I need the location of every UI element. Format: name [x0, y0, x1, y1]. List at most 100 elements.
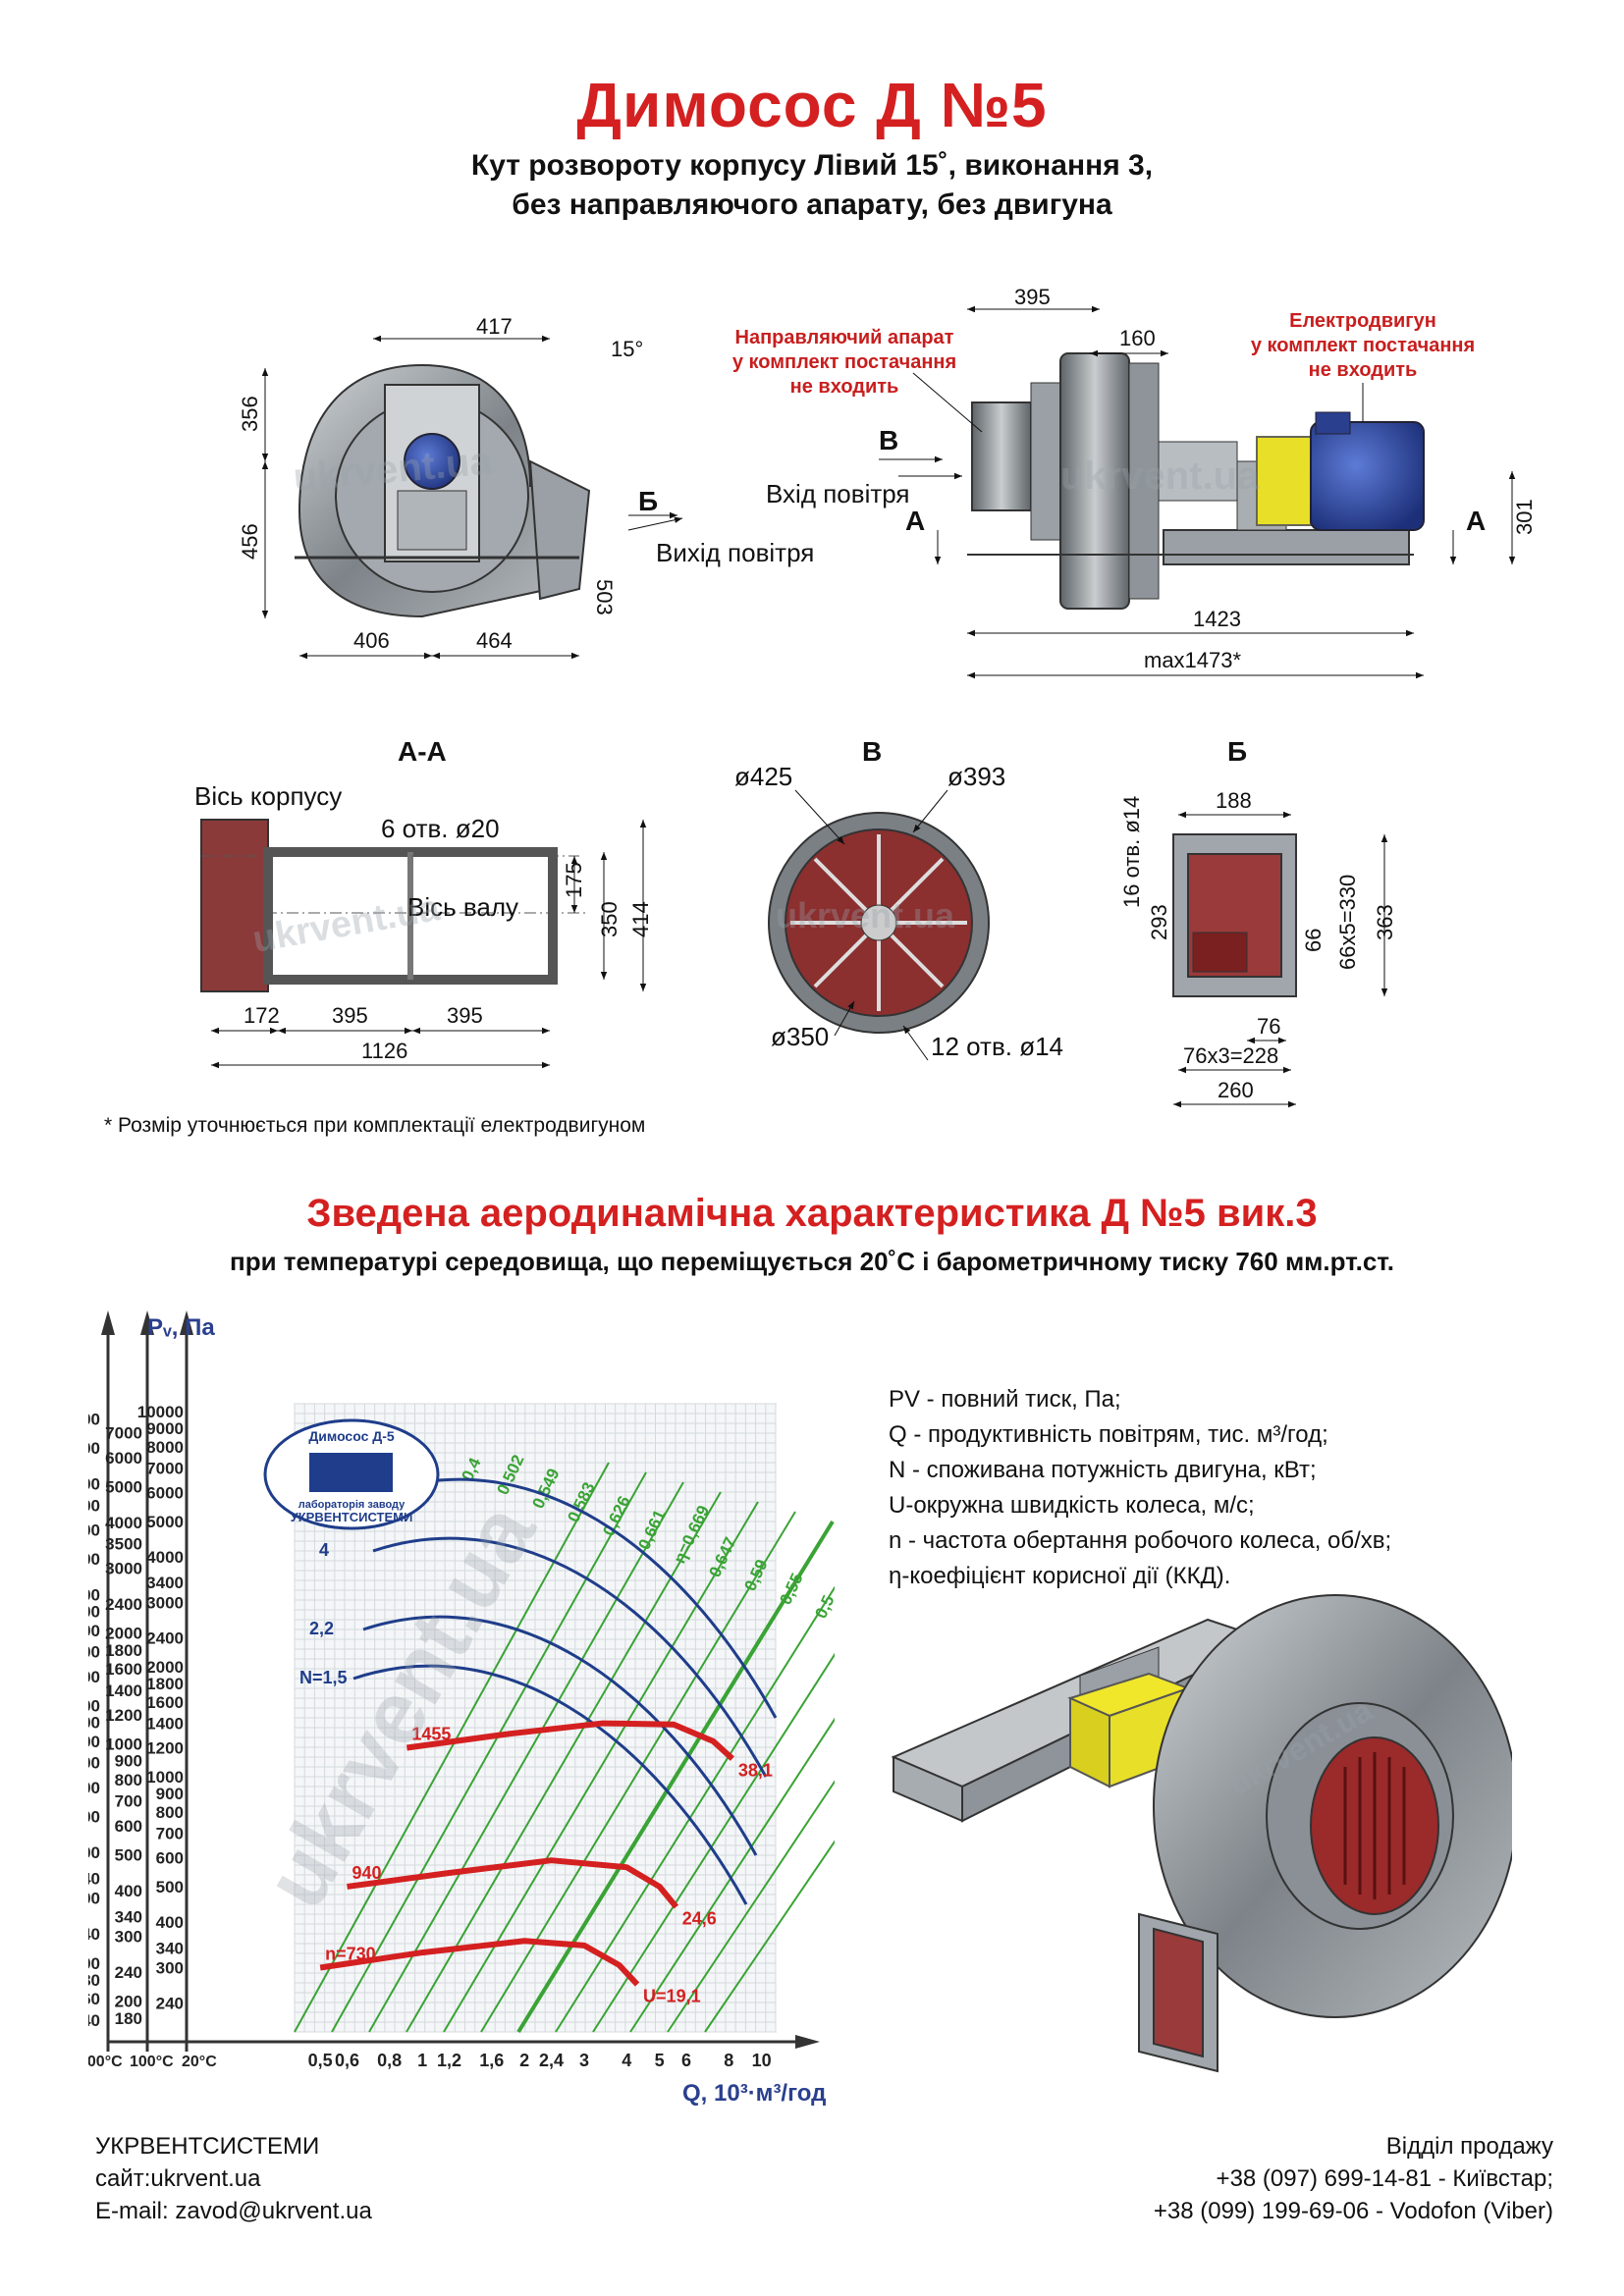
y-tick-20c: 1200	[146, 1738, 184, 1757]
footer-company-block: УКРВЕНТСИСТЕМИ сайт:ukrvent.ua E-mail: z…	[95, 2130, 372, 2227]
y-tick-20c: 1000	[146, 1768, 184, 1787]
dim-66: 66	[1301, 929, 1326, 952]
dim-363: 363	[1373, 904, 1397, 940]
y-tick-200c: 1000	[88, 1697, 100, 1716]
y-tick-100c: 240	[115, 1963, 142, 1982]
company-name: УКРВЕНТСИСТЕМИ	[95, 2133, 320, 2160]
dim-holes-b: 16 отв. ø14	[1119, 796, 1144, 908]
dim-456: 456	[238, 523, 262, 560]
dim-175: 175	[562, 862, 586, 898]
note-guide-1: Направляючий апарат	[735, 327, 954, 348]
section-aa-title: А-А	[398, 736, 447, 767]
y-tick-20c: 3400	[146, 1574, 184, 1592]
page-subtitle-line1: Кут розвороту корпусу Лівий 15˚, виконан…	[470, 149, 1154, 182]
efficiency-label: 0,5	[811, 1592, 835, 1621]
y-tick-200c: 1400	[88, 1643, 100, 1662]
y-tick-20c: 10000	[137, 1403, 184, 1421]
watermark-2: ukrvent.ua	[1060, 454, 1260, 498]
dim-holes-v: 12 отв. ø14	[931, 1032, 1063, 1061]
y-tick-200c: 1600	[88, 1622, 100, 1640]
efficiency-line	[704, 1840, 835, 2033]
logo-text: лабораторія заводу	[298, 1499, 406, 1511]
y-tick-200c: 800	[88, 1733, 100, 1751]
y-tick-20c: 800	[156, 1803, 184, 1822]
x-tick-label: 1,6	[479, 2051, 504, 2070]
y-tick-200c: 340	[88, 1869, 100, 1888]
page-title: Димосос Д №5	[576, 70, 1048, 140]
dim-260: 260	[1218, 1078, 1254, 1102]
mark-v: В	[879, 425, 898, 455]
y-tick-200c: 3000	[88, 1521, 100, 1539]
legend-line: η-коефіцієнт корисної дії (ККД).	[889, 1563, 1231, 1589]
label-outlet: Вихід повітря	[656, 538, 814, 567]
y-tick-100c: 6000	[105, 1449, 142, 1468]
x-tick-label: 4	[622, 2051, 631, 2070]
legend-line: Q - продуктивність повітрям, тис. м³/год…	[889, 1421, 1328, 1448]
dim-1423: 1423	[1193, 607, 1241, 631]
company-email[interactable]: E-mail: zavod@ukrvent.ua	[95, 2198, 372, 2224]
y-tick-20c: 1600	[146, 1693, 184, 1712]
dim-406: 406	[353, 628, 390, 653]
y-tick-20c: 340	[156, 1939, 184, 1957]
y-axis-arrow	[180, 1310, 193, 1335]
y-tick-100c: 3000	[105, 1560, 142, 1578]
dim-301: 301	[1512, 499, 1537, 535]
dim-max1473: max1473*	[1144, 648, 1242, 672]
label-inlet: Вхід повітря	[766, 479, 910, 508]
chart-logo-fan	[309, 1453, 393, 1492]
x-temp-label: 100°С	[130, 2054, 174, 2070]
x-tick-label: 3	[579, 2051, 589, 2070]
y-tick-20c: 900	[156, 1785, 184, 1803]
legend-line: U-окружна швидкість колеса, м/с;	[889, 1492, 1255, 1519]
y-tick-200c: 4000	[88, 1475, 100, 1494]
y-tick-200c: 200	[88, 1954, 100, 1973]
y-tick-100c: 2000	[105, 1625, 142, 1643]
company-site[interactable]: сайт:ukrvent.ua	[95, 2165, 261, 2192]
y-tick-200c: 400	[88, 1843, 100, 1862]
efficiency-line	[629, 1717, 835, 2033]
y-tick-200c: 500	[88, 1807, 100, 1826]
y-tick-100c: 1000	[105, 1735, 142, 1754]
section-mark-b: Б	[638, 486, 658, 516]
label-axis-shaft: Вісь валу	[407, 892, 518, 922]
y-tick-20c: 7000	[146, 1460, 184, 1478]
note-motor-1: Електродвигун	[1289, 310, 1436, 332]
y-tick-100c: 800	[115, 1771, 142, 1789]
y-tick-100c: 300	[115, 1928, 142, 1947]
power-curve	[372, 1536, 768, 1778]
note-guide-3: не входить	[790, 376, 899, 398]
x-tick-label: 8	[724, 2051, 733, 2070]
x-tick-label: 1,2	[437, 2051, 461, 2070]
y-tick-20c: 4000	[146, 1548, 184, 1567]
y-tick-100c: 1200	[105, 1706, 142, 1725]
legend: PV - повний тиск, Па; Q - продуктивність…	[889, 1382, 1391, 1594]
power-label: 2,2	[309, 1619, 334, 1638]
legend-line: PV - повний тиск, Па;	[889, 1386, 1121, 1413]
y-tick-20c: 300	[156, 1958, 184, 1977]
y-tick-200c: 140	[88, 2011, 100, 2030]
y-tick-100c: 2400	[105, 1595, 142, 1614]
logo-text: Димосос Д-5	[308, 1428, 395, 1444]
dim-76: 76	[1257, 1014, 1280, 1039]
dim-395-aa-1: 395	[332, 1003, 368, 1028]
section-v: В ø425 ø393 ø350 12 отв. ø14 ukrvent.ua	[734, 736, 1063, 1061]
sales-phone-2[interactable]: +38 (099) 199-69-06 - Vodofon (Viber)	[1153, 2198, 1553, 2224]
y-tick-100c: 500	[115, 1845, 142, 1864]
y-tick-200c: 1200	[88, 1668, 100, 1686]
dim-395-side: 395	[1014, 285, 1051, 309]
speed-curve	[319, 1938, 640, 1987]
efficiency-line	[368, 1481, 684, 2033]
y-tick-20c: 600	[156, 1848, 184, 1867]
x-tick-label: 1	[417, 2051, 427, 2070]
y-tick-200c: 180	[88, 1971, 100, 1990]
mark-a-left: А	[905, 506, 925, 536]
y-tick-200c: 2500	[88, 1550, 100, 1569]
y-tick-100c: 5000	[105, 1477, 142, 1496]
dim-160: 160	[1119, 326, 1156, 350]
sales-phone-1[interactable]: +38 (097) 699-14-81 - Київстар;	[1216, 2165, 1553, 2192]
dim-417: 417	[476, 314, 513, 339]
y-tick-20c: 240	[156, 1995, 184, 2013]
dim-395-aa-2: 395	[447, 1003, 483, 1028]
dim-172: 172	[244, 1003, 280, 1028]
y-tick-100c: 400	[115, 1882, 142, 1900]
